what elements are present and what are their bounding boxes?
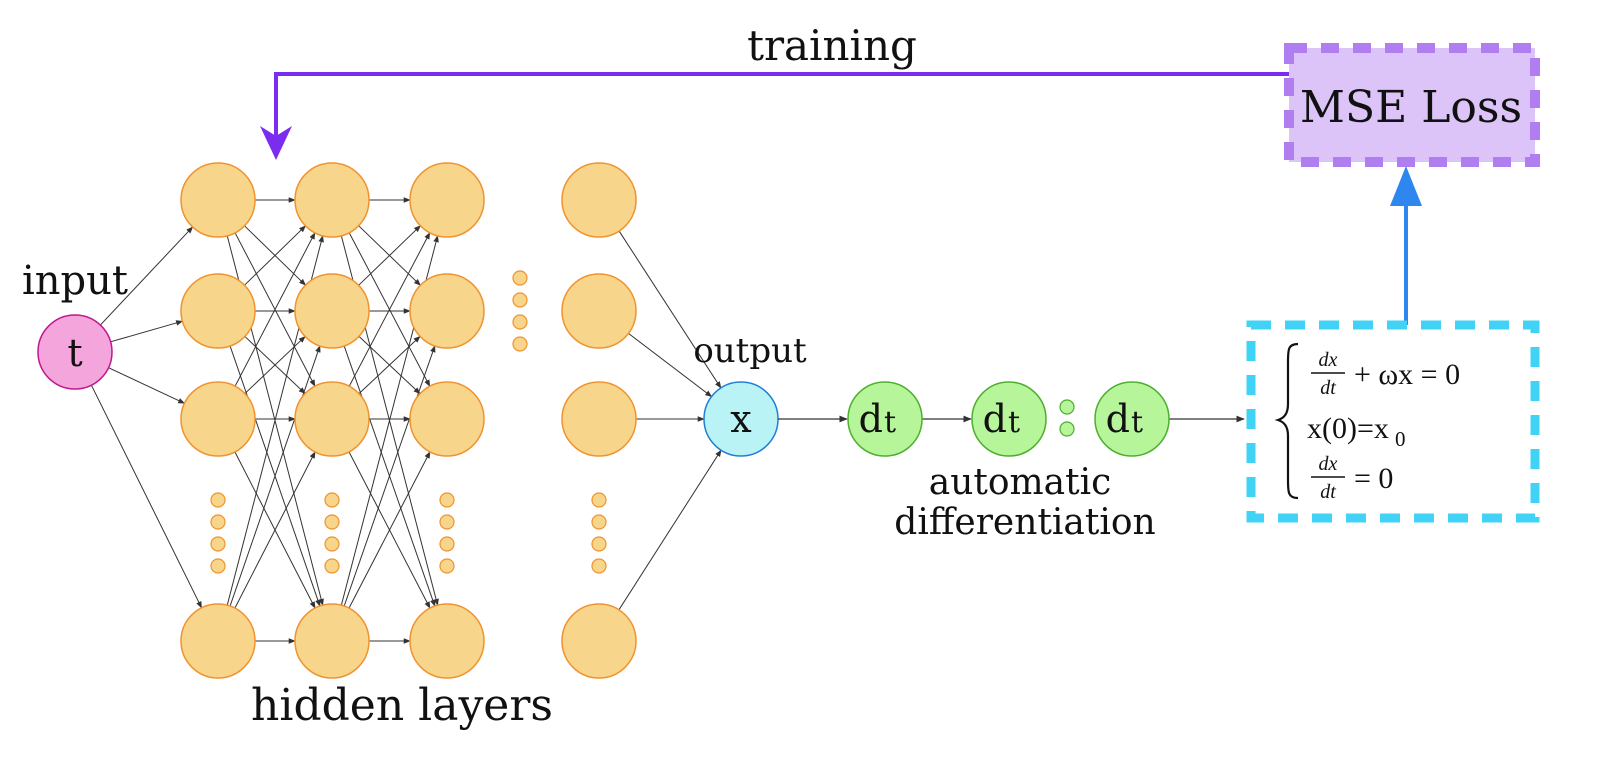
neuron-l3-r1 [409,162,485,238]
connection-hidden [234,232,316,387]
input-node-label: t [67,331,82,375]
input-node [37,314,113,390]
vertical-ellipsis-dot [210,514,226,530]
derivative-node-1: d t [847,381,923,457]
derivative-d: d [1106,397,1130,441]
ellipsis-dots [210,270,607,574]
vertical-ellipsis-dot [439,558,455,574]
layer-ellipsis-dot [512,270,528,286]
derivative-d: d [983,397,1007,441]
eq1-denominator: dt [1320,377,1336,399]
vertical-ellipsis-dot [591,492,607,508]
connection-hidden [244,225,306,286]
neuron-l4-r4 [561,603,637,679]
vertical-ellipsis-dot [439,492,455,508]
connection-output [618,230,722,389]
eq2-subscript: 0 [1395,427,1406,451]
derivative-ellipsis [1059,399,1075,437]
layer-ellipsis-dot [512,336,528,352]
connection-output [628,333,713,398]
vertical-ellipsis-dot [324,514,340,530]
connection-hidden [244,335,306,394]
neuron-l2-r2 [294,273,370,349]
derivative-d: d [859,397,883,441]
output-node-label: x [730,397,751,441]
eq1-numerator: dx [1319,349,1338,371]
equation-system: dx dt + ωx = 0 x(0)=x 0 dx dt = 0 [1274,342,1460,503]
eq3-denominator: dt [1320,481,1336,503]
eq1-rest: + ωx = 0 [1354,358,1460,391]
connection-input [99,226,194,326]
loss-arrow [1390,166,1422,325]
neuron-l1-r1 [180,162,256,238]
connection-hidden [358,335,421,395]
neuron-l1-r2 [180,273,256,349]
output-label: output [693,331,807,371]
training-label: training [747,21,917,70]
autodiff-label-line2: differentiation [894,502,1155,543]
connection-hidden [348,451,431,609]
eq3-numerator: dx [1319,453,1338,475]
equation-box [1246,320,1540,523]
neuron-l3-r3 [409,381,485,457]
connection-hidden [229,345,321,607]
mse-loss-box [1284,43,1540,167]
connection-input [90,384,203,609]
derivative-sub: t [884,405,896,440]
input-label: input [22,258,128,304]
derivative-sub: t [1131,405,1143,440]
layer-ellipsis-dot [512,292,528,308]
neuron-l1-r4 [180,603,256,679]
derivative-node-2: d t [971,381,1047,457]
connection-hidden [343,345,436,607]
neuron-l1-r3 [180,381,256,457]
neuron-l3-r4 [409,603,485,679]
connection-hidden [358,225,421,286]
connection-hidden [348,232,431,387]
vertical-ellipsis-dot [324,558,340,574]
layer-ellipsis-dot [512,314,528,330]
vertical-ellipsis-dot [591,536,607,552]
vertical-ellipsis-dot [591,514,607,530]
training-arrow [260,72,1290,160]
vertical-ellipsis-dot [210,558,226,574]
vertical-ellipsis-dot [324,536,340,552]
network-connections [90,197,722,644]
neuron-l4-r3 [561,381,637,457]
vertical-ellipsis-dot [591,558,607,574]
connection-hidden [234,451,316,609]
derivative-sub: t [1008,405,1020,440]
hidden-layers [180,162,637,679]
eq2-main: x(0)=x [1307,412,1389,445]
neuron-l2-r3 [294,381,370,457]
autodiff-label-line1: automatic [929,462,1112,503]
vertical-ellipsis-dot [210,536,226,552]
neuron-l4-r1 [561,162,637,238]
vertical-ellipsis-dot [210,492,226,508]
hidden-layers-label: hidden layers [251,680,553,731]
neuron-l4-r2 [561,273,637,349]
connection-input [110,320,184,343]
neuron-l2-r1 [294,162,370,238]
vertical-ellipsis-dot [439,514,455,530]
connection-output [618,449,722,611]
neuron-l3-r2 [409,273,485,349]
brace-icon [1274,342,1299,500]
eq3-rest: = 0 [1354,462,1393,495]
vertical-ellipsis-dot [324,492,340,508]
derivative-node-3: d t [1094,381,1170,457]
mse-loss-label: MSE Loss [1300,82,1522,133]
connection-input [108,367,186,404]
neuron-l2-r4 [294,603,370,679]
vertical-ellipsis-dot [439,536,455,552]
